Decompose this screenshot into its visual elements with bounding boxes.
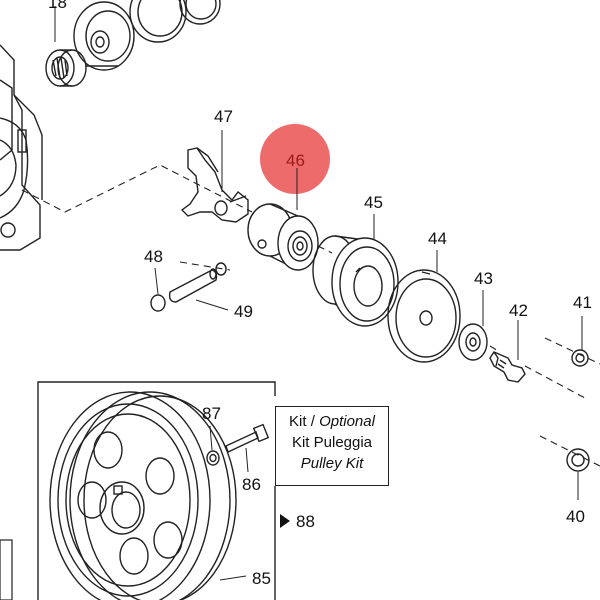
part-18-flange [73, 1, 135, 71]
kit-line-1b: Optional [319, 413, 375, 430]
pulley-kit-note: Kit / Optional Kit Puleggia Pulley Kit [275, 406, 389, 486]
part-44-disc [387, 269, 461, 363]
label-43: 43 [474, 269, 493, 288]
part-18-rings [129, 0, 221, 43]
kit-line-3: Pulley Kit [300, 455, 364, 472]
part-40-oring [566, 448, 590, 472]
part-48-circlip [150, 262, 227, 312]
leader-86 [245, 447, 249, 473]
part-42-bolt [489, 351, 526, 383]
label-49: 49 [234, 302, 253, 321]
label-46: 46 [286, 151, 305, 170]
part-49-pin [168, 268, 218, 303]
pump-housing [0, 44, 43, 251]
bottom-left-box [0, 539, 13, 600]
part-45-hub [312, 235, 399, 327]
kit-line-2: Kit Puleggia [291, 434, 373, 451]
label-86: 86 [242, 475, 261, 494]
label-48: 48 [144, 247, 163, 266]
label-45: 45 [364, 193, 383, 212]
label-87: 87 [202, 404, 221, 423]
leader-49 [195, 299, 229, 311]
label-18: 18 [48, 0, 67, 12]
part-87-washer [206, 450, 220, 466]
label-88: 88 [296, 512, 315, 531]
part-18-bearing-group [45, 49, 87, 87]
label-47: 47 [214, 107, 233, 126]
part-46-cylinder [247, 203, 319, 271]
label-42: 42 [509, 301, 528, 320]
part-85-pulley [49, 391, 237, 600]
label-44: 44 [428, 229, 447, 248]
part-46-highlight [260, 124, 330, 194]
part-86-bolt [225, 423, 270, 453]
arrow-88 [280, 514, 290, 528]
kit-line-1: Kit / Optional [276, 411, 388, 432]
part-41-oring [571, 349, 589, 367]
part-47-fork [180, 147, 249, 223]
kit-frame [37, 381, 276, 600]
part-43-washer [458, 323, 488, 361]
leader-85 [219, 575, 247, 581]
leader-87 [209, 425, 213, 451]
label-41: 41 [573, 293, 592, 312]
label-85: 85 [252, 569, 271, 588]
leader-48 [154, 267, 159, 295]
kit-line-1a: Kit / [289, 413, 320, 430]
center-axis [21, 164, 600, 467]
label-40: 40 [566, 507, 585, 526]
